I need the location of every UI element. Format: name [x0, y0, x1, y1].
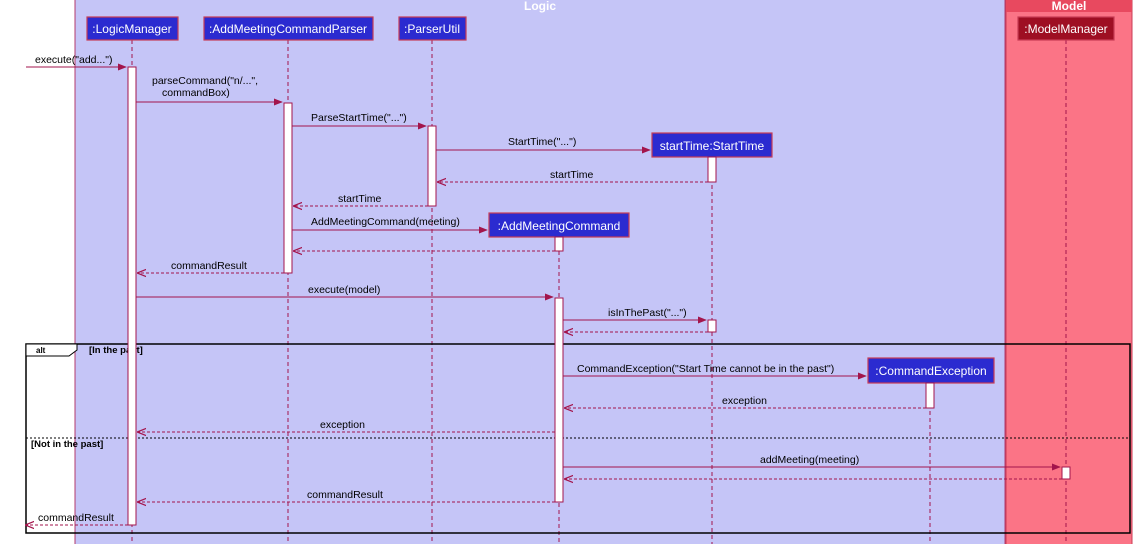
- logic-frame-title: Logic: [524, 0, 556, 13]
- msg-execute-add: execute("add..."): [35, 54, 113, 66]
- msg-start-time-to-parser: startTime: [338, 193, 382, 205]
- alt-keyword: alt: [36, 346, 46, 355]
- msg-add-meeting-command-create: AddMeetingCommand(meeting): [311, 216, 460, 228]
- msg-command-result-final: commandResult: [38, 512, 114, 524]
- msg-command-result-logic: commandResult: [307, 489, 383, 501]
- msg-start-time-return: startTime: [550, 169, 594, 181]
- activation-add-meeting-command: [554, 297, 564, 503]
- participant-start-time: startTime:StartTime: [660, 139, 765, 153]
- activation-parser: [283, 102, 293, 274]
- participant-parser-util: :ParserUtil: [404, 22, 460, 36]
- participant-command-exception: :CommandException: [875, 364, 986, 378]
- participant-model-manager: :ModelManager: [1024, 22, 1107, 36]
- msg-parse-command-line2: commandBox): [162, 87, 230, 99]
- participant-logic-manager: :LogicManager: [92, 22, 171, 36]
- participant-add-meeting-command-box: [488, 212, 630, 238]
- msg-parse-command-line1: parseCommand("n/...",: [152, 75, 258, 87]
- alt-guard-in-past: [In the past]: [89, 345, 143, 356]
- msg-exception-return: exception: [722, 395, 767, 407]
- participant-command-exception-box: [867, 357, 995, 384]
- activation-add-meeting-command-create: [554, 236, 564, 252]
- activation-start-time-create: [707, 156, 717, 183]
- activation-logic-manager: [127, 66, 137, 526]
- participant-model-manager-box: [1017, 16, 1115, 41]
- msg-execute-model: execute(model): [308, 284, 380, 296]
- activation-parser-util: [427, 125, 437, 207]
- logic-frame: [74, 0, 1006, 544]
- participant-logic-manager-box: [86, 16, 179, 41]
- alt-fragment-tab: [25, 343, 78, 357]
- participant-parser-box: [203, 16, 374, 41]
- msg-parse-start-time: ParseStartTime("..."): [311, 112, 407, 124]
- msg-add-meeting: addMeeting(meeting): [760, 454, 859, 466]
- alt-guard-not-in-past: [Not in the past]: [31, 439, 103, 450]
- participant-parser-util-box: [398, 16, 467, 41]
- activation-start-time-check: [707, 319, 717, 333]
- msg-start-time-create: StartTime("..."): [508, 136, 576, 148]
- model-frame: [1005, 0, 1133, 544]
- participant-add-meeting-command: :AddMeetingCommand: [498, 219, 621, 233]
- model-frame-title: Model: [1052, 0, 1087, 13]
- msg-command-result-parser: commandResult: [171, 260, 247, 272]
- model-frame-header: [1006, 0, 1132, 12]
- participant-start-time-box: [651, 132, 773, 158]
- activation-model-manager: [1061, 466, 1071, 480]
- msg-command-exception-create: CommandException("Start Time cannot be i…: [577, 363, 834, 375]
- msg-exception-to-logic: exception: [320, 419, 365, 431]
- activation-command-exception: [925, 382, 935, 409]
- participant-parser: :AddMeetingCommandParser: [209, 22, 367, 36]
- msg-is-in-the-past: isInThePast("..."): [608, 307, 687, 319]
